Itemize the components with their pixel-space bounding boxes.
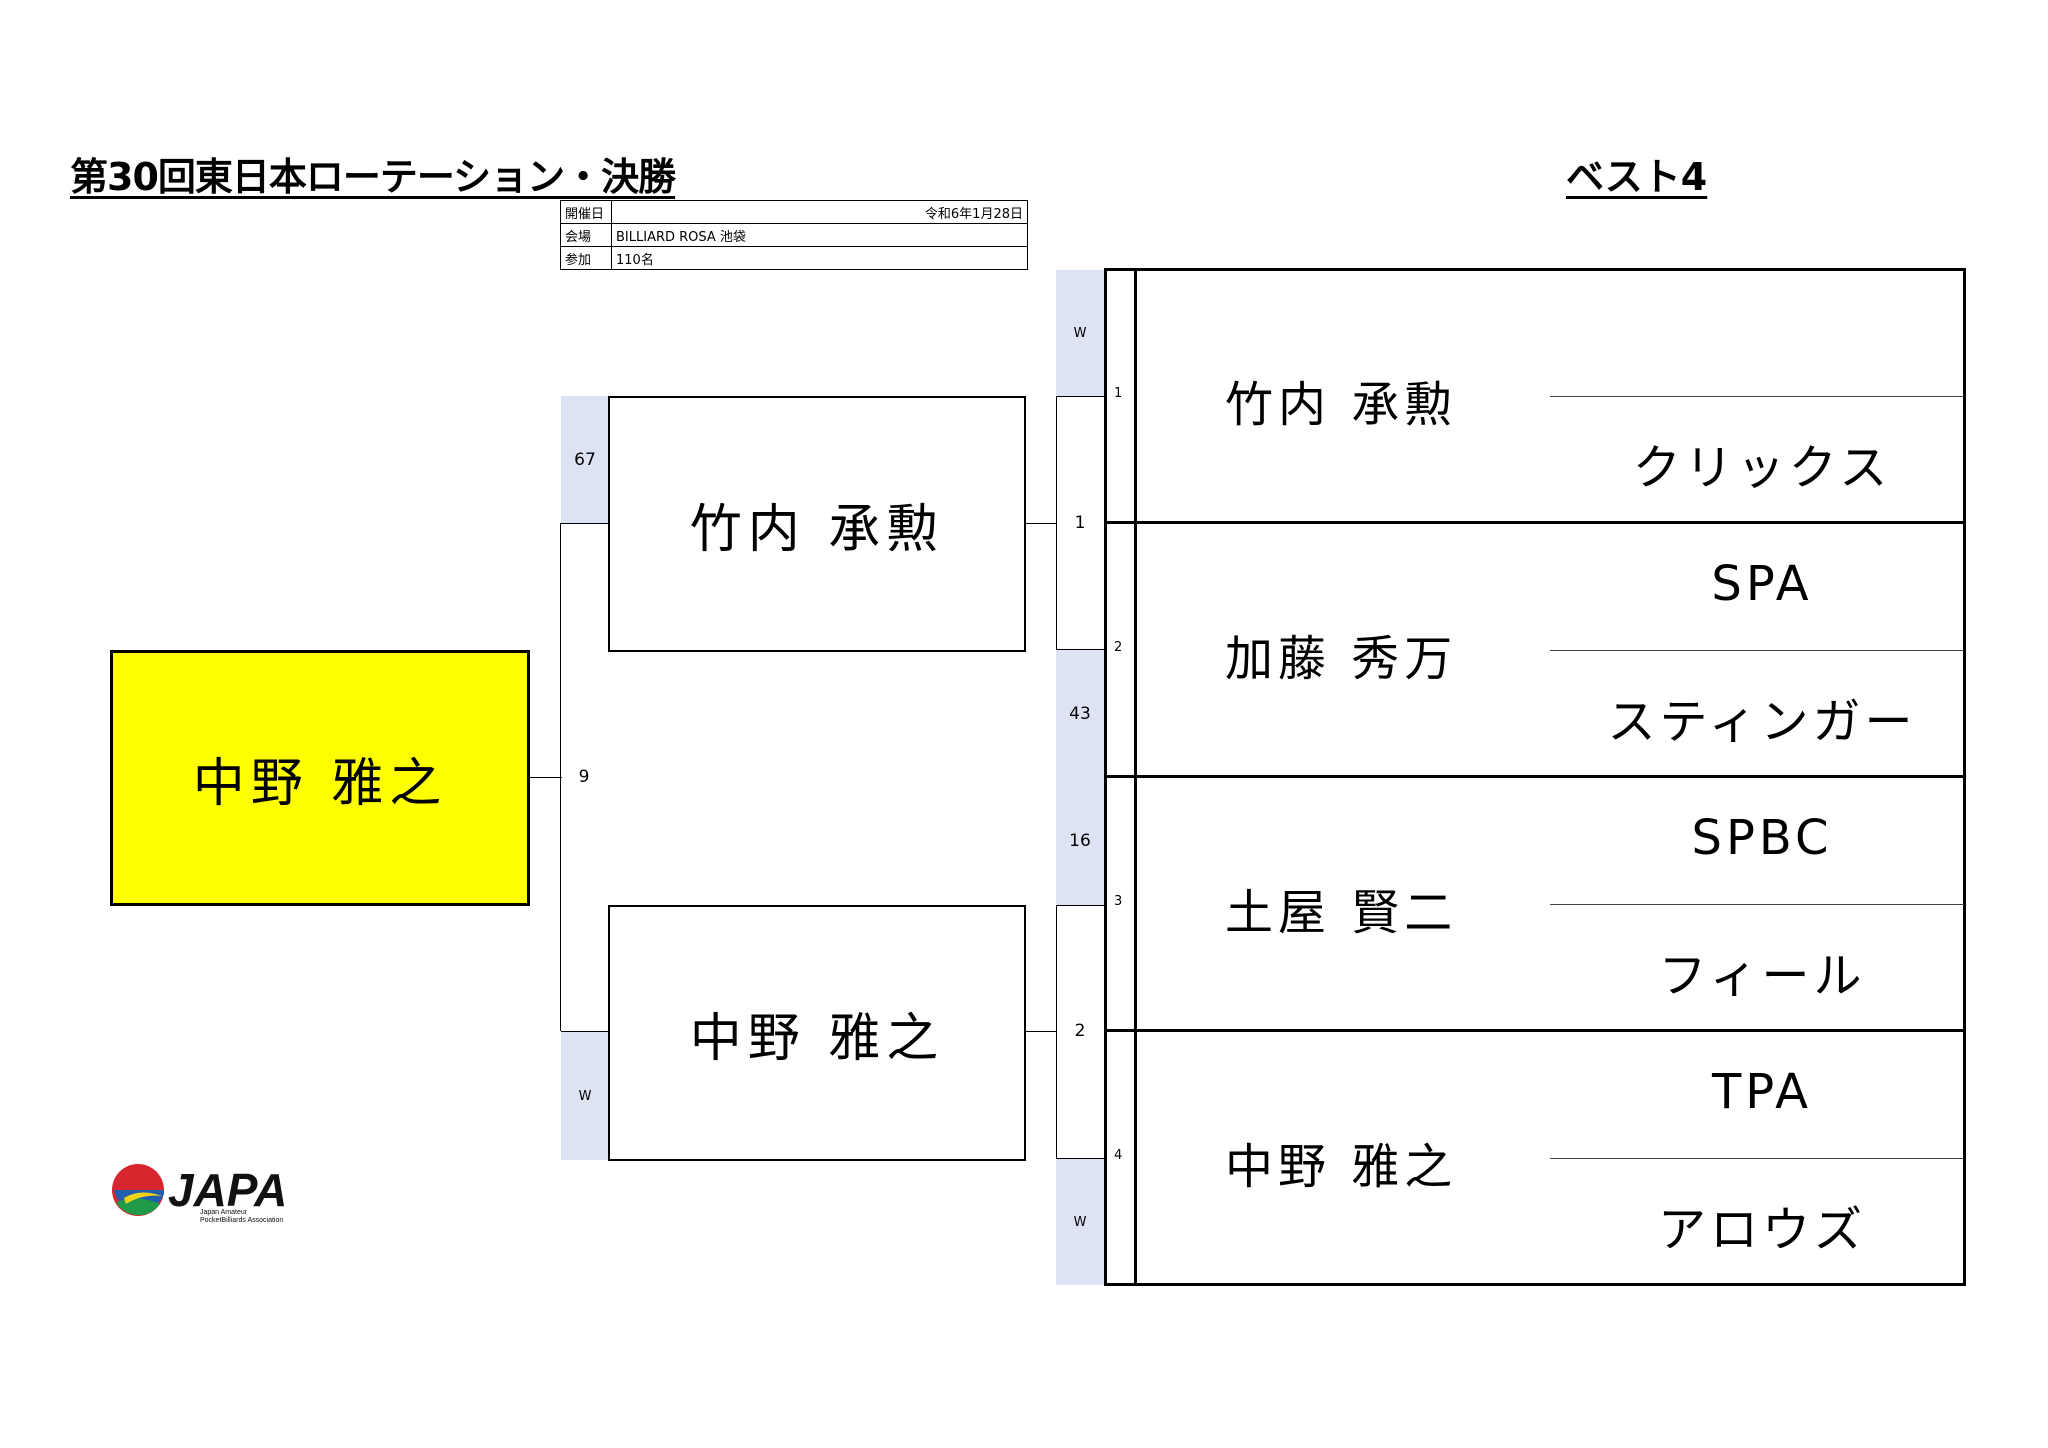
participants-value: 110名	[611, 246, 1028, 270]
date-value: 令和6年1月28日	[611, 200, 1028, 224]
venue-value: BILLIARD ROSA 池袋	[611, 223, 1028, 247]
logo-sub1: Japan Amateur	[200, 1209, 248, 1216]
logo-wordmark: JAPA	[168, 1164, 287, 1216]
info-row-date: 開催日 令和6年1月28日	[560, 200, 1028, 224]
semi1-score-w: W	[1056, 270, 1104, 396]
best4-team-line-3	[1550, 904, 1964, 905]
semi-top-bracket	[1056, 396, 1104, 650]
best4-divider-1	[1104, 521, 1966, 524]
event-info-table: 開催日 令和6年1月28日 会場 BILLIARD ROSA 池袋 参加 110…	[560, 200, 1028, 270]
best4-team-line-1	[1550, 396, 1964, 397]
best4-team-top-4: TPA	[1711, 1064, 1813, 1120]
info-row-participants: 参加 110名	[560, 246, 1028, 270]
best4-divider-3	[1104, 1029, 1966, 1032]
champion-score: 9	[578, 767, 590, 787]
semi-top-connector	[1026, 523, 1056, 524]
best4-team-line-4	[1550, 1158, 1964, 1159]
final-top-connector	[561, 523, 609, 524]
best4-divider-2	[1104, 775, 1966, 778]
logo-sub2: PocketBilliards Association	[200, 1217, 283, 1224]
page-title: 第30回東日本ローテーション・決勝	[70, 155, 676, 199]
best4-heading: ベスト4	[1566, 155, 1708, 199]
best4-no-4: 4	[1114, 1148, 1123, 1163]
best4-team-top-2: SPA	[1711, 556, 1813, 612]
semi-bottom-bracket	[1056, 905, 1104, 1159]
champion-connector	[530, 777, 562, 778]
best4-name-1: 竹内 承勲	[1225, 377, 1458, 433]
best4-no-3: 3	[1114, 894, 1123, 909]
best4-team-1: クリックス	[1632, 440, 1892, 496]
final-top-box: 竹内 承勲	[608, 396, 1026, 652]
semi-top-seed: 1	[1074, 513, 1086, 533]
best4-name-2: 加藤 秀万	[1225, 631, 1458, 687]
semi4-score-w: W	[1056, 1159, 1104, 1285]
final-bottom-box: 中野 雅之	[608, 905, 1026, 1161]
final-bottom-connector	[561, 1031, 609, 1032]
date-label: 開催日	[560, 200, 612, 224]
japa-logo-mark: JAPA Japan Amateur PocketBilliards Assoc…	[112, 1164, 287, 1224]
participants-label: 参加	[560, 246, 612, 270]
final-bottom-name: 中野 雅之	[689, 1008, 945, 1069]
champion-name: 中野 雅之	[192, 753, 448, 814]
champion-box: 中野 雅之	[110, 650, 530, 906]
venue-label: 会場	[560, 223, 612, 247]
info-row-venue: 会場 BILLIARD ROSA 池袋	[560, 223, 1028, 247]
japa-logo: JAPA Japan Amateur PocketBilliards Assoc…	[108, 1158, 338, 1228]
semi-bottom-seed: 2	[1074, 1021, 1086, 1041]
best4-no-1: 1	[1114, 386, 1123, 401]
final-top-name: 竹内 承勲	[689, 499, 945, 560]
final-bracket-line	[560, 523, 561, 1031]
best4-team-3: フィール	[1658, 948, 1866, 1004]
best4-no-2: 2	[1114, 640, 1123, 655]
best4-name-4: 中野 雅之	[1225, 1139, 1458, 1195]
best4-team-2: スティンガー	[1607, 694, 1917, 750]
semi2-score: 43	[1056, 650, 1104, 777]
best4-team-line-2	[1550, 650, 1964, 651]
best4-team-top-3: SPBC	[1691, 810, 1833, 866]
final-bottom-score: W	[561, 1032, 609, 1160]
best4-team-4: アロウズ	[1657, 1202, 1866, 1258]
best4-name-3: 土屋 賢二	[1225, 885, 1458, 941]
semi3-score: 16	[1056, 777, 1104, 905]
semi-bottom-connector	[1026, 1031, 1056, 1032]
final-top-score: 67	[561, 396, 609, 523]
